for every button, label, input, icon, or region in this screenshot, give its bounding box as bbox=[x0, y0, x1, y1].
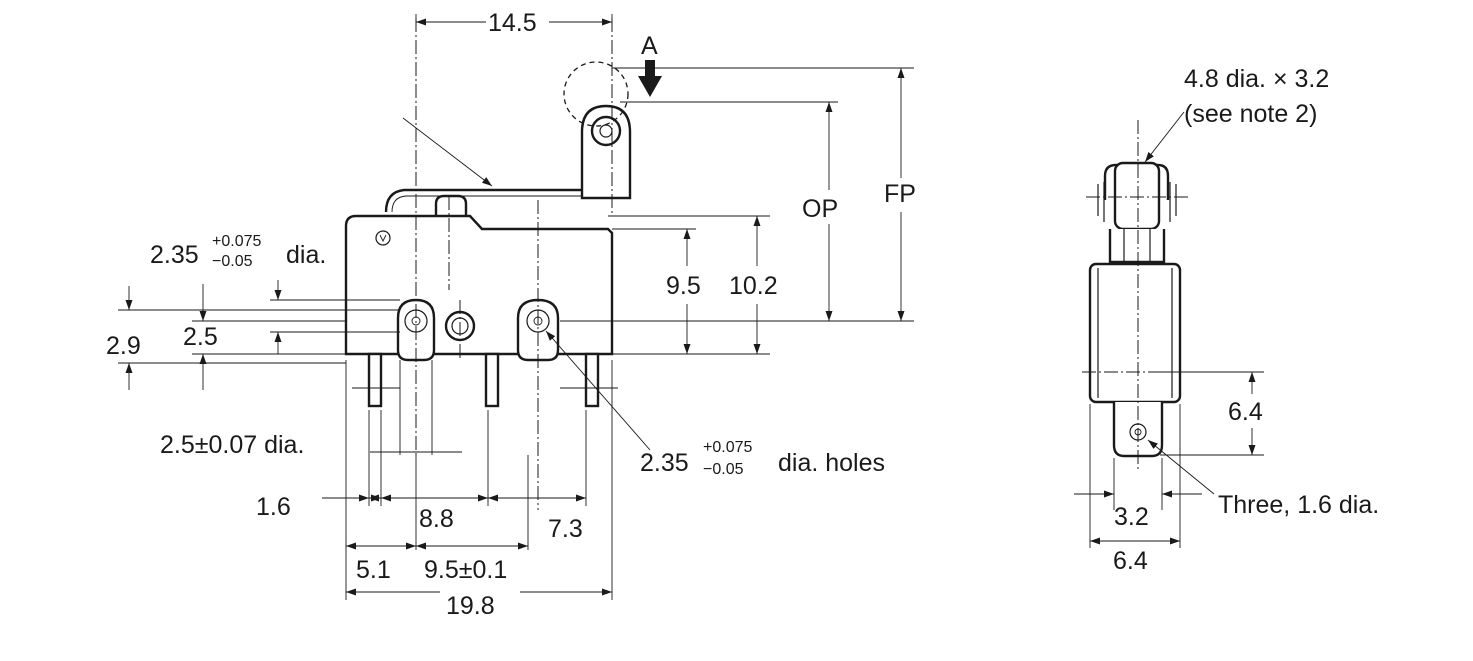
dim-19-8-label: 19.8 bbox=[446, 592, 495, 620]
mount-hole-dia-suffix: dia. bbox=[286, 241, 326, 269]
lever-arm bbox=[384, 176, 592, 213]
dim-top-width-label: 14.5 bbox=[488, 9, 537, 37]
actuation-arrow-label: A bbox=[641, 32, 658, 60]
lever-arm-inner bbox=[391, 195, 590, 213]
dim-6-4-vertical-label: 6.4 bbox=[1228, 398, 1263, 426]
end-switch-body bbox=[1088, 262, 1182, 404]
terminal-right bbox=[584, 352, 600, 408]
roller-free-position bbox=[563, 61, 629, 127]
end-roller bbox=[1113, 161, 1161, 231]
dim-10-2-label: 10.2 bbox=[729, 272, 778, 300]
mount-holes-note-suffix: dia. holes bbox=[778, 449, 885, 477]
dim-5-1-label: 5.1 bbox=[356, 556, 391, 584]
mount-holes-note-base: 2.35 bbox=[640, 449, 689, 477]
op-label: OP bbox=[802, 195, 838, 223]
mount-holes-note-callout: 2.35 +0.075 −0.05 dia. holes bbox=[640, 439, 885, 478]
roller bbox=[590, 115, 622, 147]
dim-9-5-tol-label: 9.5±0.1 bbox=[424, 556, 507, 584]
mount-boss-right bbox=[516, 298, 560, 362]
side-view: 14.5 A FP OP 10.2 9.5 2.35 +0.075 −0.05 bbox=[106, 9, 916, 620]
roller-note-line2: (see note 2) bbox=[1184, 100, 1317, 128]
fp-label: FP bbox=[884, 180, 916, 208]
dim-3-2-label: 3.2 bbox=[1114, 503, 1149, 531]
mount-hole-dia-base: 2.35 bbox=[150, 241, 199, 269]
pin-hole-dia-label: 2.5±0.07 dia. bbox=[160, 431, 304, 459]
terminal-middle bbox=[484, 352, 500, 408]
actuation-arrow bbox=[638, 60, 662, 97]
dim-2-9-label: 2.9 bbox=[106, 332, 141, 360]
dim-7-3-label: 7.3 bbox=[548, 515, 583, 543]
plunger bbox=[434, 194, 468, 216]
dim-9-5-label: 9.5 bbox=[666, 272, 701, 300]
mount-hole-dia-callout: 2.35 +0.075 −0.05 dia. bbox=[150, 233, 326, 270]
dim-8-8-label: 8.8 bbox=[419, 505, 454, 533]
mount-hole-dia-tol-minus: −0.05 bbox=[212, 253, 253, 270]
mount-holes-note-tol-minus: −0.05 bbox=[703, 461, 744, 478]
dim-6-4-width-label: 6.4 bbox=[1113, 547, 1148, 575]
end-view: 4.8 dia. × 3.2 (see note 2) 6.4 Three, 1… bbox=[1074, 65, 1379, 575]
dim-1-6-label: 1.6 bbox=[256, 493, 291, 521]
dim-2-5-label: 2.5 bbox=[183, 323, 218, 351]
mount-holes-note-tol-plus: +0.075 bbox=[703, 439, 752, 456]
roller-note-line1: 4.8 dia. × 3.2 bbox=[1184, 65, 1329, 93]
logo-mark bbox=[375, 230, 391, 246]
end-lever-neck bbox=[1108, 229, 1166, 264]
terminal-left bbox=[367, 352, 383, 408]
mount-hole-dia-tol-plus: +0.075 bbox=[212, 233, 261, 250]
switch-body bbox=[344, 214, 614, 356]
terminals-note-label: Three, 1.6 dia. bbox=[1218, 491, 1379, 519]
